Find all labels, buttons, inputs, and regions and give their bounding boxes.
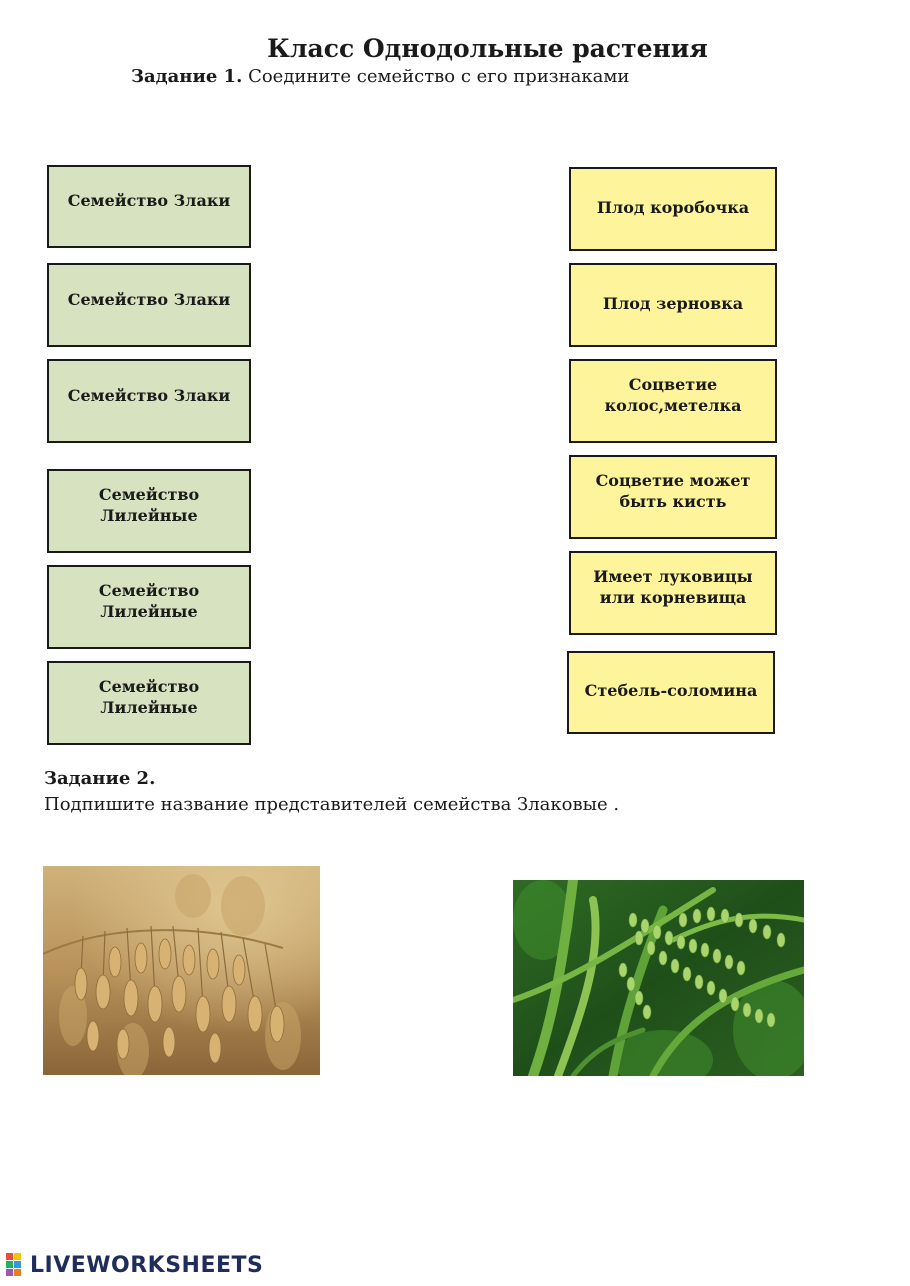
right-card-4[interactable]: Соцветие может быть кисть (569, 455, 777, 539)
left-card-label: Семейство Злаки (67, 385, 231, 405)
rice-illustration (513, 880, 804, 1076)
right-card-3[interactable]: Соцветие колос,метелка (569, 359, 777, 443)
left-card-5[interactable]: Семейство Лилейные (47, 565, 251, 649)
footer-brand[interactable]: LIVEWORKSHEETS (6, 1250, 263, 1280)
left-card-label: Семейство Злаки (67, 191, 231, 211)
right-card-label: Плод коробочка (596, 197, 750, 217)
left-card-1[interactable]: Семейство Злаки (47, 165, 251, 248)
oat-illustration (43, 866, 320, 1075)
left-card-4[interactable]: Семейство Лилейные (47, 469, 251, 553)
task2-instruction: Подпишите название представителей семейс… (44, 794, 620, 815)
right-card-label: Имеет луковицы или корневища (593, 567, 753, 607)
task2-label: Задание 2. (44, 768, 156, 789)
left-card-3[interactable]: Семейство Злаки (47, 359, 251, 443)
left-card-6[interactable]: Семейство Лилейные (47, 661, 251, 745)
footer-brand-text: LIVEWORKSHEETS (30, 1252, 264, 1278)
task1-text: Соедините семейство с его признаками (242, 66, 630, 87)
oat-photo (43, 866, 320, 1075)
left-card-label: Семейство Лилейные (98, 581, 200, 621)
right-card-label: Стебель-соломина (584, 681, 758, 701)
left-card-label: Семейство Злаки (67, 289, 231, 309)
left-card-2[interactable]: Семейство Злаки (47, 263, 251, 347)
task1-label: Задание 1. (131, 66, 243, 87)
rice-photo (513, 880, 804, 1076)
right-card-2[interactable]: Плод зерновка (569, 263, 777, 347)
task1-instruction: Задание 1. Соедините семейство с его при… (131, 66, 629, 87)
right-card-label: Соцветие может быть кисть (595, 471, 751, 511)
left-card-label: Семейство Лилейные (98, 485, 200, 525)
right-card-5[interactable]: Имеет луковицы или корневища (569, 551, 777, 635)
page-title: Класс Однодольные растения (267, 34, 708, 63)
left-card-label: Семейство Лилейные (98, 677, 200, 717)
right-card-1[interactable]: Плод коробочка (569, 167, 777, 251)
liveworksheets-logo-icon (6, 1253, 21, 1276)
right-card-label: Плод зерновка (602, 293, 744, 313)
right-card-label: Соцветие колос,метелка (604, 375, 742, 415)
right-card-6[interactable]: Стебель-соломина (567, 651, 775, 734)
